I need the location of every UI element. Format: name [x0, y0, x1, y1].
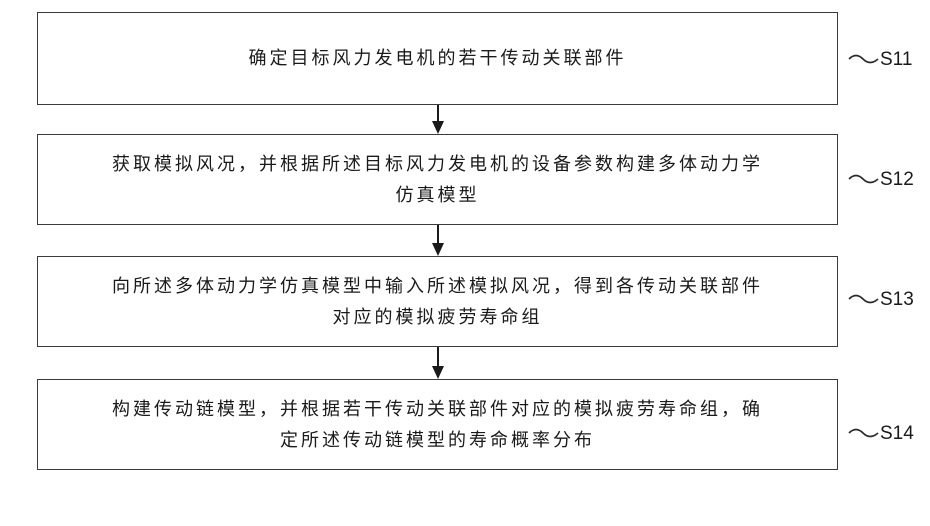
connector-tilde-s12 [848, 172, 880, 186]
step-text-s13: 向所述多体动力学仿真模型中输入所述模拟风况，得到各传动关联部件 对应的模拟疲劳寿… [98, 271, 777, 333]
step-label-s13: S13 [880, 289, 914, 311]
step-label-s14: S14 [880, 423, 914, 445]
step-box-s13: 向所述多体动力学仿真模型中输入所述模拟风况，得到各传动关联部件 对应的模拟疲劳寿… [37, 256, 838, 347]
step-box-s12: 获取模拟风况，并根据所述目标风力发电机的设备参数构建多体动力学 仿真模型 [37, 134, 838, 225]
step-label-s11: S11 [880, 49, 912, 71]
step-box-s11: 确定目标风力发电机的若干传动关联部件 [37, 12, 838, 105]
step-text-s11: 确定目标风力发电机的若干传动关联部件 [235, 43, 641, 74]
connector-tilde-s14 [848, 426, 880, 440]
step-text-s14: 构建传动链模型，并根据若干传动关联部件对应的模拟疲劳寿命组，确 定所述传动链模型… [98, 394, 777, 456]
step-text-s12: 获取模拟风况，并根据所述目标风力发电机的设备参数构建多体动力学 仿真模型 [98, 149, 777, 211]
connector-tilde-s13 [848, 292, 880, 306]
connector-tilde-s11 [848, 52, 880, 66]
step-box-s14: 构建传动链模型，并根据若干传动关联部件对应的模拟疲劳寿命组，确 定所述传动链模型… [37, 379, 838, 470]
arrow-down-2 [431, 225, 445, 257]
step-label-s12: S12 [880, 169, 914, 191]
arrow-down-3 [431, 347, 445, 380]
arrow-down-1 [431, 105, 445, 135]
